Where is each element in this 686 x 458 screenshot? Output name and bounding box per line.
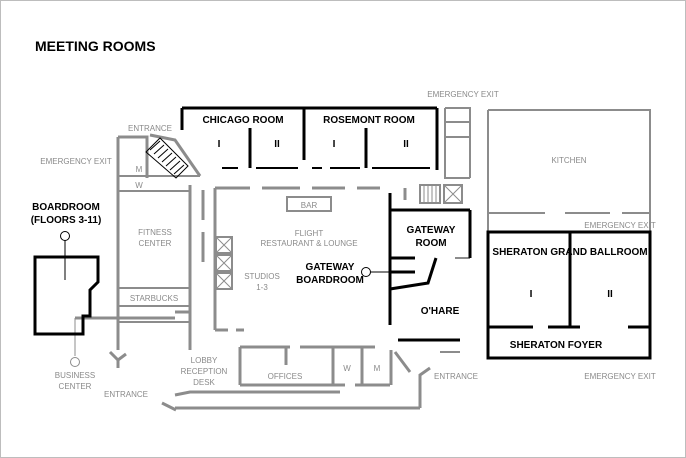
kitchen-label: KITCHEN: [551, 156, 586, 165]
boardroom-marker-icon: [60, 231, 70, 241]
chicago-room-label: CHICAGO ROOM: [202, 115, 283, 126]
page-title: MEETING ROOMS: [35, 38, 156, 54]
restroom-m-bottom-label: M: [374, 364, 381, 373]
stair-top-entrance: [145, 137, 189, 179]
ballroom-sec2-label: II: [607, 289, 613, 300]
restroom-w-top-label: W: [135, 181, 143, 190]
gateway-boardroom-label-line1: GATEWAY: [306, 262, 355, 273]
offices-label: OFFICES: [268, 372, 303, 381]
exit-stair-column: [403, 107, 471, 204]
gateway-boardroom-label-line2: BOARDROOM: [296, 275, 364, 286]
lobby-label-line3: DESK: [193, 378, 215, 387]
ohare-label: O'HARE: [421, 306, 460, 317]
fitness-wing-walls: [116, 133, 202, 350]
entrance-bottom-right-label: ENTRANCE: [434, 372, 478, 381]
studios-label-line1: STUDIOS: [244, 272, 280, 281]
emergency-exit-left-label: EMERGENCY EXIT: [40, 157, 112, 166]
flight-label-line2: RESTAURANT & LOUNGE: [260, 239, 357, 248]
lobby-label-line2: RECEPTION: [181, 367, 228, 376]
entrance-top-label: ENTRANCE: [128, 124, 172, 133]
gateway-ohare-walls: [388, 193, 472, 342]
restroom-w-bottom-label: W: [343, 364, 351, 373]
ballroom-sec1-label: I: [530, 289, 533, 300]
boardroom-label-line1: BOARDROOM: [32, 202, 100, 213]
flight-label-line1: FLIGHT: [295, 229, 324, 238]
lounge-walls: [201, 186, 380, 332]
starbucks-label: STARBUCKS: [130, 294, 178, 303]
emergency-exit-right-label: EMERGENCY EXIT: [584, 221, 656, 230]
business-center-walls: [70, 310, 190, 367]
foyer-label: SHERATON FOYER: [510, 340, 603, 351]
business-center-label-line2: CENTER: [59, 382, 92, 391]
chicago-sec1-label: I: [218, 139, 221, 150]
gateway-room-label-line2: ROOM: [415, 238, 446, 249]
business-center-marker-icon: [70, 357, 80, 367]
chicago-sec2-label: II: [274, 139, 280, 150]
gateway-room-label-line1: GATEWAY: [407, 225, 456, 236]
rosemont-sec1-label: I: [333, 139, 336, 150]
boardroom-label-line2: (FLOORS 3-11): [31, 215, 102, 226]
ballroom-foyer-walls: [486, 230, 652, 360]
business-center-label-line1: BUSINESS: [55, 371, 95, 380]
offices-walls: [108, 345, 431, 412]
studios-boxes: [215, 236, 233, 290]
boardroom-walls: [33, 231, 100, 336]
emergency-exit-bottom-right-label: EMERGENCY EXIT: [584, 372, 656, 381]
gateway-boardroom-marker: [361, 267, 412, 277]
fitness-label-line2: CENTER: [139, 239, 172, 248]
restroom-m-top-label: M: [136, 165, 143, 174]
rosemont-room-label: ROSEMONT ROOM: [323, 115, 415, 126]
gateway-boardroom-marker-icon: [361, 267, 371, 277]
lobby-label-line1: LOBBY: [191, 356, 218, 365]
ballroom-label: SHERATON GRAND BALLROOM: [492, 247, 647, 258]
fitness-label-line1: FITNESS: [138, 228, 172, 237]
studios-label-line2: 1-3: [256, 283, 268, 292]
bar-label: BAR: [301, 201, 318, 210]
entrance-bottom-left-label: ENTRANCE: [104, 390, 148, 399]
chicago-rosemont-walls: [180, 106, 439, 170]
rosemont-sec2-label: II: [403, 139, 409, 150]
emergency-exit-top-label: EMERGENCY EXIT: [427, 90, 499, 99]
